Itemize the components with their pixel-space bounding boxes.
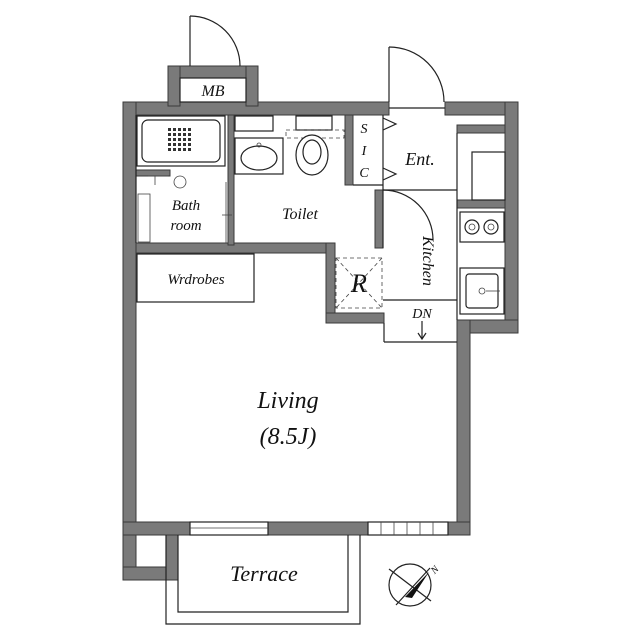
terrace-label: Terrace	[230, 561, 298, 586]
stove	[459, 211, 505, 243]
wardrobe-label: Wrdrobes	[167, 272, 224, 288]
bath-label-line2: room	[170, 218, 201, 234]
drain-dot	[168, 148, 171, 151]
mb-door[interactable]	[189, 15, 241, 67]
sic-label-i: I	[361, 144, 368, 159]
interior-lines	[135, 107, 506, 343]
drain-dot	[183, 148, 186, 151]
washbasin	[234, 137, 284, 175]
toilet-fixture	[285, 115, 345, 176]
drain-dot	[168, 128, 171, 131]
shoe-in-closet: S I C	[359, 122, 369, 181]
drain-dot	[178, 133, 181, 136]
drain-dot	[183, 128, 186, 131]
entrance-door[interactable]	[388, 46, 445, 103]
down-label: DN	[411, 307, 432, 322]
sic-label-c: C	[359, 166, 369, 181]
drain-dot	[188, 133, 191, 136]
compass-icon	[388, 563, 432, 607]
drain-dot	[168, 133, 171, 136]
drain-dot	[188, 143, 191, 146]
drain-dot	[173, 133, 176, 136]
bath-label-line1: Bath	[172, 198, 200, 214]
bath-door[interactable]	[222, 182, 232, 243]
kitchen-label: Kitchen	[419, 235, 436, 286]
drain-dot	[178, 128, 181, 131]
drain-dot	[183, 143, 186, 146]
drain-dot	[178, 148, 181, 151]
drain-dot	[178, 138, 181, 141]
down-arrow-icon	[417, 321, 427, 341]
living-window[interactable]	[367, 521, 449, 536]
living-label: Living	[256, 388, 318, 414]
terrace-window[interactable]	[189, 521, 269, 536]
drain-dot	[173, 143, 176, 146]
drain-dot	[173, 148, 176, 151]
entrance-label: Ent.	[404, 149, 435, 169]
compass-north-label: N	[428, 563, 442, 577]
bath-drain-grid	[168, 128, 191, 151]
drain-dot	[188, 138, 191, 141]
wardrobe	[136, 253, 255, 303]
drain-dot	[173, 138, 176, 141]
terrace	[165, 535, 361, 625]
refrigerator-label: R	[350, 269, 367, 298]
sic-label-s: S	[361, 122, 368, 137]
drain-dot	[168, 138, 171, 141]
refrigerator-space	[335, 257, 383, 309]
drain-dot	[183, 138, 186, 141]
mb-label: MB	[200, 83, 224, 100]
interior-walls	[135, 114, 506, 324]
drain-dot	[173, 128, 176, 131]
shower-fixture	[137, 175, 187, 243]
toilet-label: Toilet	[282, 206, 318, 223]
washbasin-top-cabinet	[234, 115, 274, 132]
kitchen-sink	[459, 267, 505, 315]
drain-dot	[188, 148, 191, 151]
drain-dot	[188, 128, 191, 131]
meter-box: MB	[179, 77, 247, 103]
drain-dot	[178, 143, 181, 146]
drain-dot	[168, 143, 171, 146]
sic-door[interactable]	[382, 117, 398, 181]
drain-dot	[183, 133, 186, 136]
living-size: (8.5J)	[260, 424, 317, 450]
toilet-door[interactable]	[382, 189, 434, 248]
